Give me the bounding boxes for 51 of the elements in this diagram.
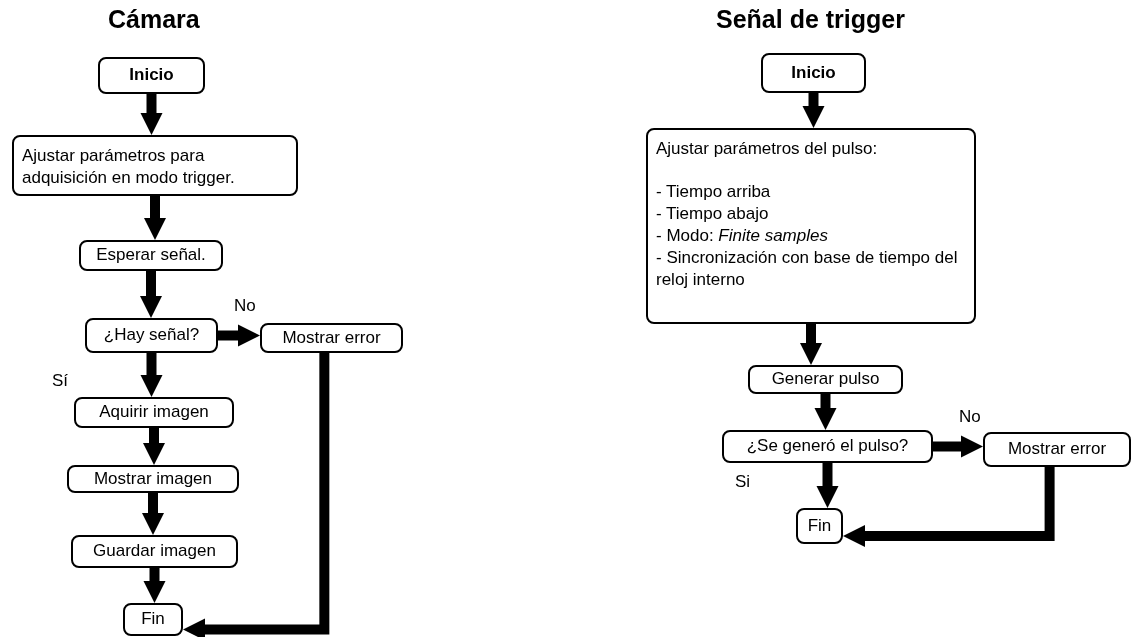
process-box [796,508,843,544]
box-text: Esperar señal. [96,244,206,267]
list-item: - Tiempo abajo [656,203,769,226]
process-box [260,323,403,353]
arrow [802,93,825,128]
arrow [143,428,165,465]
box-text: Generar pulso [771,368,880,391]
list-item: - Sincronización con base de tiempo del reloj interno [656,247,959,292]
arrow [144,196,166,240]
arrow [140,94,163,135]
box-text: Ajustar parámetros del pulso: [656,138,878,160]
arrow [140,353,163,397]
process-box [646,128,976,324]
process-box [79,240,223,271]
arrow [800,324,822,365]
arrow [218,324,260,347]
arrow [140,271,162,318]
process-box [722,430,933,463]
process-box [123,603,183,636]
arrow [143,568,166,603]
process-box [98,57,205,94]
process-box [12,135,298,196]
box-text: Aquirir imagen [99,401,209,424]
process-box [74,397,234,428]
arrow [142,493,164,535]
list-item: - Modo: Finite samples [656,225,828,248]
box-text: Fin [141,608,165,631]
box-text: Mostrar error [282,326,381,349]
flowchart-title: Señal de trigger [716,5,905,34]
arrow [183,353,330,637]
arrow [843,467,1055,547]
box-text: Fin [807,514,832,537]
arrow [933,435,983,458]
process-box [67,465,239,493]
arrow [816,463,839,508]
box-text: Inicio [791,61,836,84]
box-text: ¿Se generó el pulso? [746,435,909,458]
list-item: - Tiempo arriba [656,181,771,204]
box-text: Mostrar imagen [93,467,213,490]
box-text: Mostrar error [1007,438,1107,461]
arrow [814,394,837,430]
box-text: Inicio [129,64,174,87]
process-box [748,365,903,394]
box-text: ¿Hay señal? [103,324,200,347]
process-box [761,53,866,93]
process-box [85,318,218,353]
process-box [983,432,1131,467]
process-box [71,535,238,568]
box-text: Ajustar parámetros para adquisición en modo trigger. [22,145,236,190]
flowchart-title: Cámara [108,5,200,34]
box-text: Guardar imagen [93,540,216,563]
